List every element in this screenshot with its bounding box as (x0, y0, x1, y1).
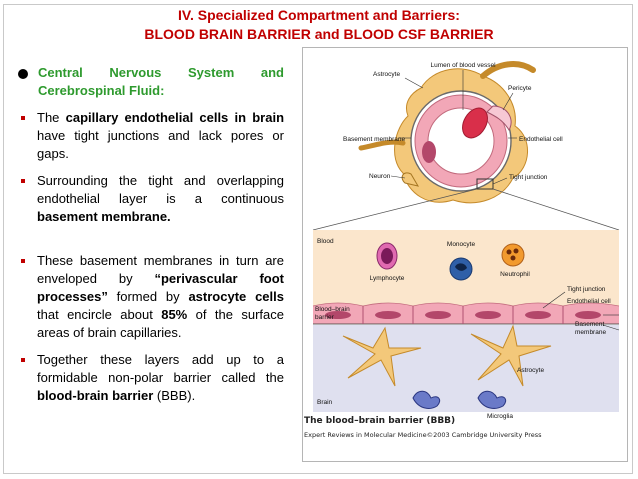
leader-line (492, 177, 508, 185)
bullet-emphasis: astrocyte cells (188, 289, 284, 304)
endothelial-nucleus (422, 141, 436, 163)
label-endothelial-right: Endothelial cell (567, 298, 611, 305)
leader-line (390, 175, 406, 179)
label-basement-membrane: Basement membrane (343, 136, 406, 143)
label-microglia: Microglia (487, 413, 513, 420)
bbb-diagram: Lumen of blood vessel Astrocyte Pericyte… (312, 61, 620, 420)
slide-border (3, 4, 633, 474)
bullet-emphasis: capillary endothelial cells in brain (65, 110, 285, 125)
neutrophil (501, 243, 525, 267)
label-lymphocyte: Lymphocyte (370, 275, 405, 282)
astrocyte (342, 326, 422, 387)
label-endothelial-cell: Endothelial cell (519, 136, 563, 143)
endothelial-nucleus (475, 311, 501, 319)
lymphocyte-nucleus (381, 248, 393, 264)
bullet-text: Together these layers add up to a formid… (37, 352, 284, 385)
pericyte (486, 105, 512, 131)
bullet-marker (21, 259, 25, 263)
capillary-cross-section: Lumen of blood vessel Astrocyte Pericyte… (312, 61, 620, 231)
label-basement-right-2: membrane (575, 329, 606, 336)
endothelial-layer (313, 306, 619, 324)
bullet-marker (21, 179, 25, 183)
heading-word: System (188, 65, 235, 80)
bullet-emphasis: blood-brain barrier (37, 388, 154, 403)
neuron (401, 172, 420, 187)
heading-word: Nervous (109, 65, 162, 80)
title-line-2: BLOOD BRAIN BARRIER and BLOOD CSF BARRIE… (144, 26, 494, 42)
monocyte-nucleus (455, 263, 467, 271)
bullet-text: of the surface areas of brain capillarie… (37, 307, 284, 340)
leader-line (542, 291, 566, 309)
label-monocyte: Monocyte (447, 241, 476, 248)
figure-caption: The blood–brain barrier (BBB) (304, 416, 456, 426)
label-lumen: Lumen of blood vessel (430, 62, 496, 69)
zoom-line (492, 188, 620, 231)
neutrophil-lobe (513, 248, 519, 254)
title-line-1: IV. Specialized Compartment and Barriers… (178, 7, 460, 23)
bullet-emphasis: basement membrane. (37, 209, 171, 224)
bullet-text: These basement membranes in turn are env… (37, 253, 284, 286)
label-bbb-1: Blood–brain (315, 306, 350, 313)
label-astrocyte-bottom: Astrocyte (517, 367, 544, 374)
bullet-list: Central Nervous System and Cerebrospinal… (18, 64, 284, 405)
label-tight-junction-right: Tight junction (567, 286, 606, 293)
bullet-text: Surrounding the tight and overlapping en… (37, 173, 284, 206)
endothelial-nucleus (525, 311, 551, 319)
bullet-item-4: Together these layers add up to a formid… (18, 351, 284, 405)
bullet-emphasis: “perivascular foot processes” (37, 271, 285, 304)
label-neutrophil: Neutrophil (500, 271, 530, 278)
bullet-dot (18, 69, 28, 79)
heading-line-1: Central Nervous System and (38, 64, 284, 82)
bullet-text: (BBB). (153, 388, 196, 403)
endothelial-nucleus (375, 311, 401, 319)
label-basement-right-1: Basement (575, 321, 604, 328)
bullet-text: that encircle about (37, 307, 162, 322)
astrocyte-process (480, 61, 536, 79)
heading-word: Central (38, 65, 83, 80)
astrocyte (470, 324, 552, 387)
section-heading: Central Nervous System and Cerebrospinal… (18, 64, 284, 100)
heading-line-2: Cerebrospinal Fluid: (38, 83, 165, 98)
microglia (477, 390, 507, 409)
barrier-detail: Blood Monocyte Lymphocyte Neutrophil Tig… (312, 230, 620, 420)
neutrophil-lobe (506, 249, 512, 255)
label-blood: Blood (317, 238, 334, 245)
slide-title: IV. Specialized Compartment and Barriers… (0, 6, 638, 44)
astrocyte-process (358, 139, 406, 151)
label-pericyte: Pericyte (508, 85, 532, 92)
leader-line (502, 92, 514, 111)
label-tight-junction-top: Tight junction (509, 174, 548, 181)
bullet-text: have tight junctions and lack pores or g… (37, 128, 284, 161)
bbb-figure: Lumen of blood vessel Astrocyte Pericyte… (302, 47, 628, 462)
bullet-text: formed by (107, 289, 189, 304)
endothelial-nucleus (575, 311, 601, 319)
figure-source: Expert Reviews in Molecular Medicine©200… (304, 431, 542, 439)
bullet-item-2: Surrounding the tight and overlapping en… (18, 172, 284, 226)
zoom-line (312, 188, 478, 231)
red-blood-cell (462, 107, 488, 139)
bullet-item-1: The capillary endothelial cells in brain… (18, 109, 284, 163)
leader-line (404, 77, 424, 89)
label-brain: Brain (317, 399, 333, 406)
heading-word: and (260, 65, 284, 80)
neutrophil-lobe (510, 255, 516, 261)
bullet-emphasis: 85% (161, 307, 188, 322)
label-neuron: Neuron (369, 173, 391, 180)
bullet-marker (21, 358, 25, 362)
endothelial-nucleus (425, 311, 451, 319)
endothelial-nucleus (325, 311, 351, 319)
label-bbb-2: barrier (315, 314, 335, 321)
bullet-item-3: These basement membranes in turn are env… (18, 252, 284, 342)
leader-line (602, 324, 620, 331)
bullet-text: The (37, 110, 66, 125)
bullet-marker (21, 116, 25, 120)
microglia (412, 390, 441, 409)
label-astrocyte-top: Astrocyte (373, 71, 400, 78)
